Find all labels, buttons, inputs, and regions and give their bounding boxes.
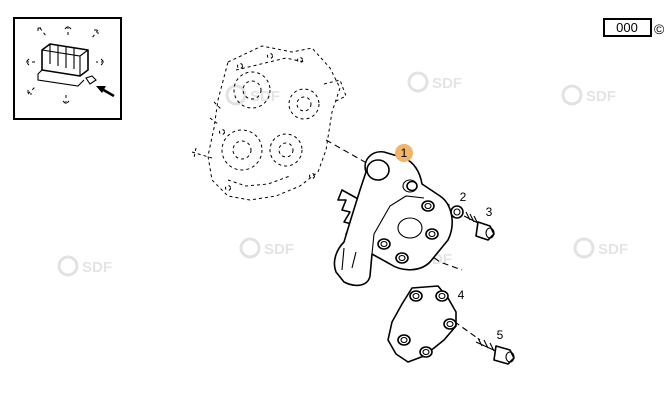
watermark-row-top: SDF SDF SDF [225,71,616,106]
callout-4: 4 [458,288,465,302]
svg-text:SDF: SDF [82,259,112,276]
callout-2: 2 [460,190,467,204]
screw-part [463,211,495,241]
svg-text:1: 1 [401,146,408,160]
screw-part [475,337,515,365]
sdf-watermark: SDF [225,84,280,106]
svg-text:SDF: SDF [432,75,462,92]
cover-plate-part [387,285,457,363]
callout-1: 1 [395,144,413,162]
copyright-symbol: © [654,21,665,37]
sdf-watermark: SDF [573,237,628,259]
svg-text:SDF: SDF [250,88,280,105]
sdf-watermark: SDF [561,84,616,106]
view-arrow-icon [96,86,115,98]
page-code: 000 [616,20,638,35]
washer-part [450,205,464,219]
oil-pump-assembly [333,150,453,287]
inset-thumbnail [13,17,122,120]
page-code-box: 000 [603,18,652,37]
sdf-watermark: SDF [239,237,294,259]
svg-text:SDF: SDF [586,88,616,105]
timing-case-reference [191,45,347,201]
callout-3: 3 [486,205,493,219]
leader-line [325,139,373,167]
direction-arrows-icon [25,25,105,105]
svg-text:SDF: SDF [598,241,628,258]
callout-5: 5 [497,328,504,342]
sdf-watermark: SDF [57,255,112,277]
svg-text:SDF: SDF [264,241,294,258]
engine-block-icon [37,43,97,87]
sdf-watermark: SDF [407,71,462,93]
